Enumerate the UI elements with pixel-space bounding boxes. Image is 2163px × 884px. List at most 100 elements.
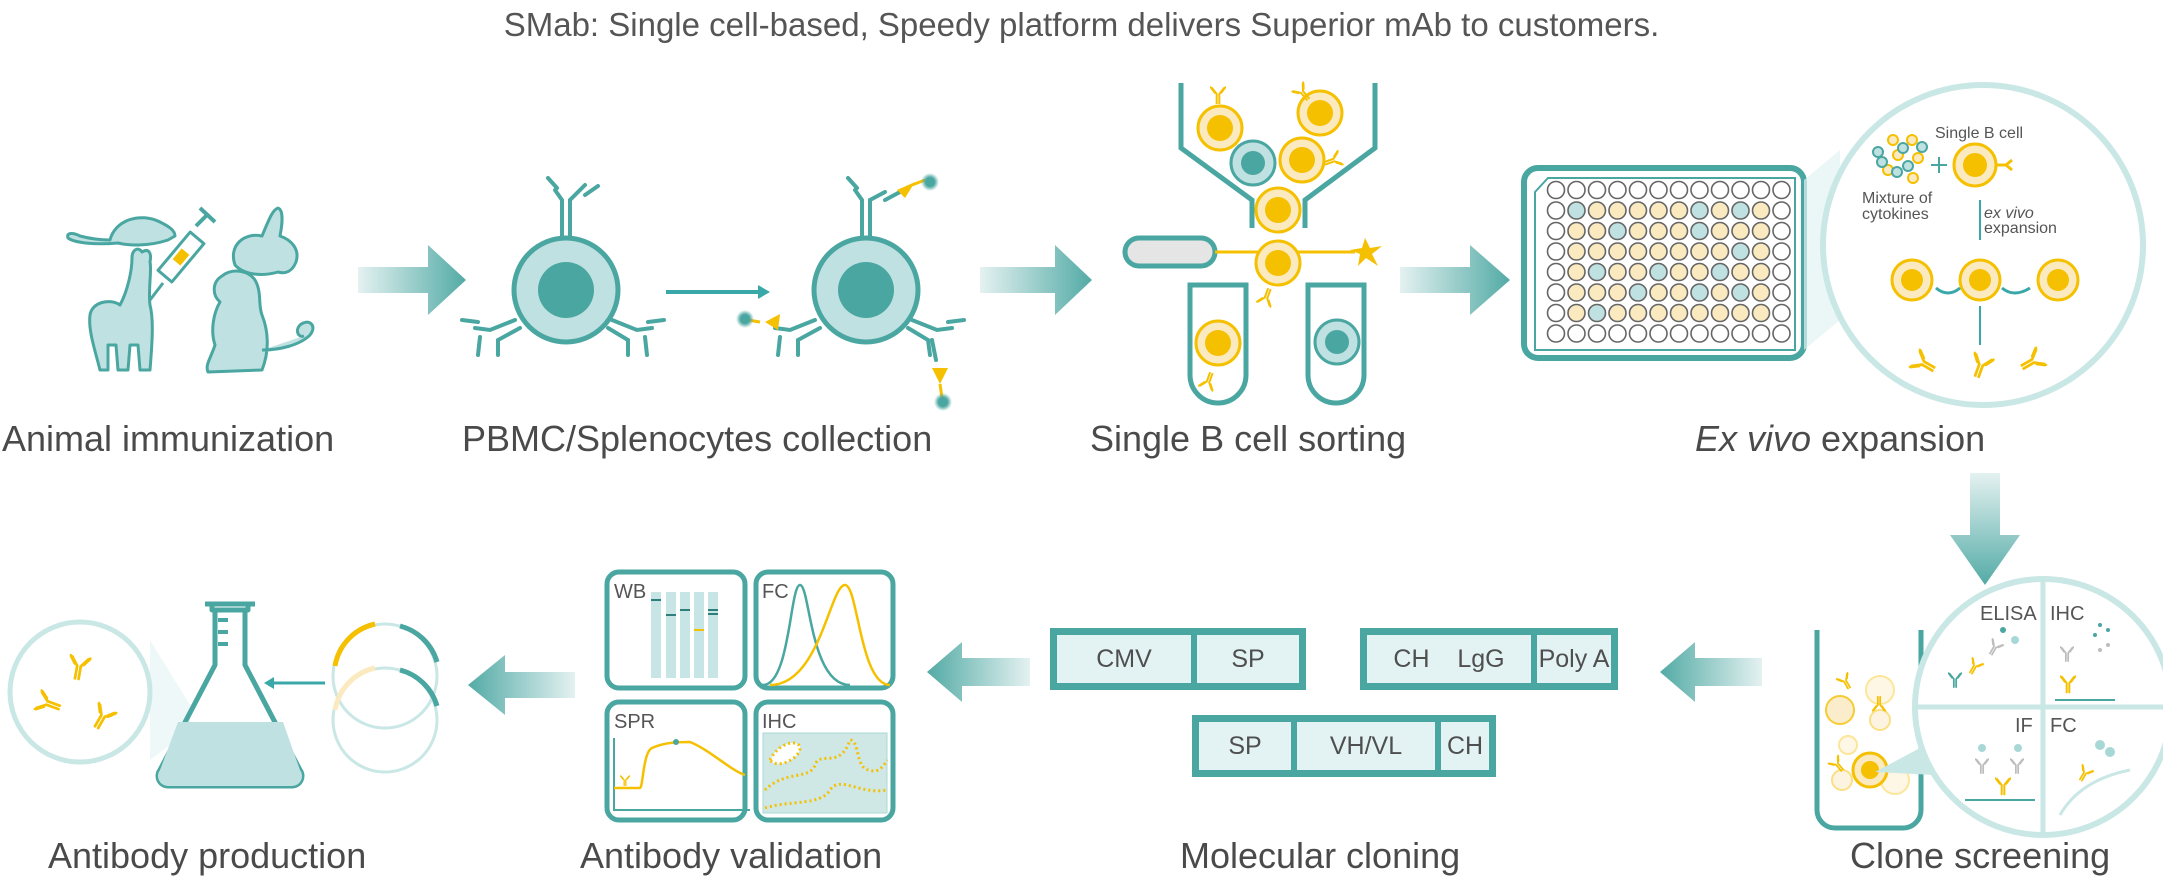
arrow-right-3 bbox=[1400, 245, 1510, 315]
plate-well bbox=[1710, 262, 1730, 282]
plate-well bbox=[1669, 324, 1689, 343]
plate-well bbox=[1772, 324, 1791, 343]
rabbit-icon bbox=[231, 206, 299, 276]
fc-panel-icon bbox=[2058, 740, 2131, 816]
plate-well bbox=[1546, 221, 1566, 241]
plate-well bbox=[1710, 324, 1730, 343]
step-label-antibody-validation: Antibody validation bbox=[580, 835, 883, 876]
plate-well bbox=[1751, 283, 1771, 302]
western-blot-icon bbox=[651, 592, 718, 678]
segment-ch-lgg: CH LgG bbox=[1367, 635, 1537, 683]
plate-well bbox=[1628, 242, 1648, 261]
plate-well bbox=[1546, 324, 1566, 343]
step-label-antibody-production: Antibody production bbox=[48, 835, 367, 876]
plate-well bbox=[1669, 221, 1689, 241]
plate-well bbox=[1669, 303, 1689, 323]
plate-well bbox=[1649, 303, 1668, 323]
plate-well bbox=[1772, 242, 1791, 261]
arrow-right-1 bbox=[358, 245, 466, 315]
segment-sp: SP bbox=[1199, 722, 1297, 770]
plate-well bbox=[1567, 242, 1586, 261]
plate-well bbox=[1546, 180, 1566, 200]
segment-polya: Poly A bbox=[1538, 644, 1610, 673]
antibody-production-illustration bbox=[7, 601, 440, 789]
plate-well bbox=[1751, 262, 1771, 282]
plate-well bbox=[1731, 180, 1750, 200]
plate-well bbox=[1567, 180, 1586, 200]
plate-well bbox=[1731, 242, 1750, 261]
step-label-clone-screening: Clone screening bbox=[1850, 835, 2111, 876]
step-label-animal-immunization: Animal immunization bbox=[2, 418, 335, 459]
validation-label-ihc: IHC bbox=[762, 711, 796, 733]
ex-vivo-label: ex vivo bbox=[1984, 205, 2034, 222]
arrow-left-2 bbox=[927, 642, 1030, 702]
plate-well bbox=[1546, 283, 1566, 302]
spr-curve-icon bbox=[613, 738, 750, 811]
page-title: SMab: Single cell-based, Speedy platform… bbox=[503, 6, 1660, 43]
plate-well bbox=[1649, 221, 1668, 241]
plate-well bbox=[1731, 201, 1750, 220]
elisa-panel-icon bbox=[1948, 627, 2019, 689]
plate-well bbox=[1710, 201, 1730, 220]
plate-well bbox=[1731, 324, 1750, 343]
arrow-left-3 bbox=[468, 655, 575, 715]
screening-label-ihc: IHC bbox=[2050, 603, 2084, 625]
plate-well bbox=[1731, 262, 1750, 282]
construct-cmv-sp: CMV SP bbox=[1050, 628, 1306, 690]
expansion-text: expansion bbox=[1811, 418, 1986, 459]
plate-well bbox=[1608, 324, 1627, 343]
screening-label-fc: FC bbox=[2050, 715, 2077, 737]
mouse-icon bbox=[66, 216, 177, 247]
plate-well bbox=[1587, 180, 1607, 200]
expansion-small-label: expansion bbox=[1984, 220, 2057, 237]
animals-icon bbox=[66, 206, 315, 374]
plate-well bbox=[1772, 201, 1791, 220]
thin-arrow-right-icon bbox=[666, 285, 770, 299]
plate-well bbox=[1751, 324, 1771, 343]
validation-label-spr: SPR bbox=[614, 711, 655, 733]
plate-well bbox=[1751, 221, 1771, 241]
plate-well bbox=[1649, 283, 1668, 302]
plate-well bbox=[1628, 324, 1648, 343]
segment-cmv: CMV bbox=[1057, 635, 1197, 683]
plate-well bbox=[1608, 221, 1627, 241]
plasmid-icon bbox=[331, 621, 440, 774]
construct-sp-vhvl-ch: SP VH/VL CH bbox=[1192, 715, 1496, 777]
laser-star-icon bbox=[1350, 238, 1382, 266]
well-plate bbox=[1521, 165, 1807, 361]
plate-well bbox=[1690, 283, 1709, 302]
construct-ch-polya: CH LgG Poly A bbox=[1360, 628, 1618, 690]
plate-well bbox=[1587, 221, 1607, 241]
expanded-cells-icon bbox=[1890, 258, 2080, 345]
plate-well bbox=[1587, 283, 1607, 302]
validation-label-wb: WB bbox=[614, 581, 646, 603]
plate-well bbox=[1567, 262, 1586, 282]
b-cell-with-antigen-icon bbox=[736, 173, 966, 411]
plate-well bbox=[1669, 283, 1689, 302]
plate-well bbox=[1567, 303, 1586, 323]
arrow-left-1 bbox=[1660, 642, 1762, 702]
plate-well bbox=[1608, 242, 1627, 261]
plate-well bbox=[1690, 262, 1709, 282]
cell-sorter-icon bbox=[1122, 81, 1382, 406]
if-panel-icon bbox=[1965, 744, 2035, 801]
plate-well bbox=[1587, 324, 1607, 343]
plus-icon bbox=[1931, 157, 1947, 173]
plate-well bbox=[1546, 303, 1566, 323]
mixture-label-1: Mixture of bbox=[1862, 190, 1933, 207]
plate-well bbox=[1587, 201, 1607, 220]
syringe-icon bbox=[148, 206, 217, 301]
plate-well bbox=[1628, 303, 1648, 323]
plate-well bbox=[1772, 262, 1791, 282]
plate-well bbox=[1546, 201, 1566, 220]
arrow-right-2 bbox=[980, 245, 1092, 315]
plate-well bbox=[1608, 201, 1627, 220]
plate-well bbox=[1587, 303, 1607, 323]
single-b-cell-label: Single B cell bbox=[1935, 125, 2023, 142]
plate-well bbox=[1731, 221, 1750, 241]
plate-well bbox=[1690, 242, 1709, 261]
segment-ch: CH bbox=[1446, 731, 1484, 760]
screening-label-if: IF bbox=[2015, 715, 2033, 737]
plate-well bbox=[1608, 262, 1627, 282]
